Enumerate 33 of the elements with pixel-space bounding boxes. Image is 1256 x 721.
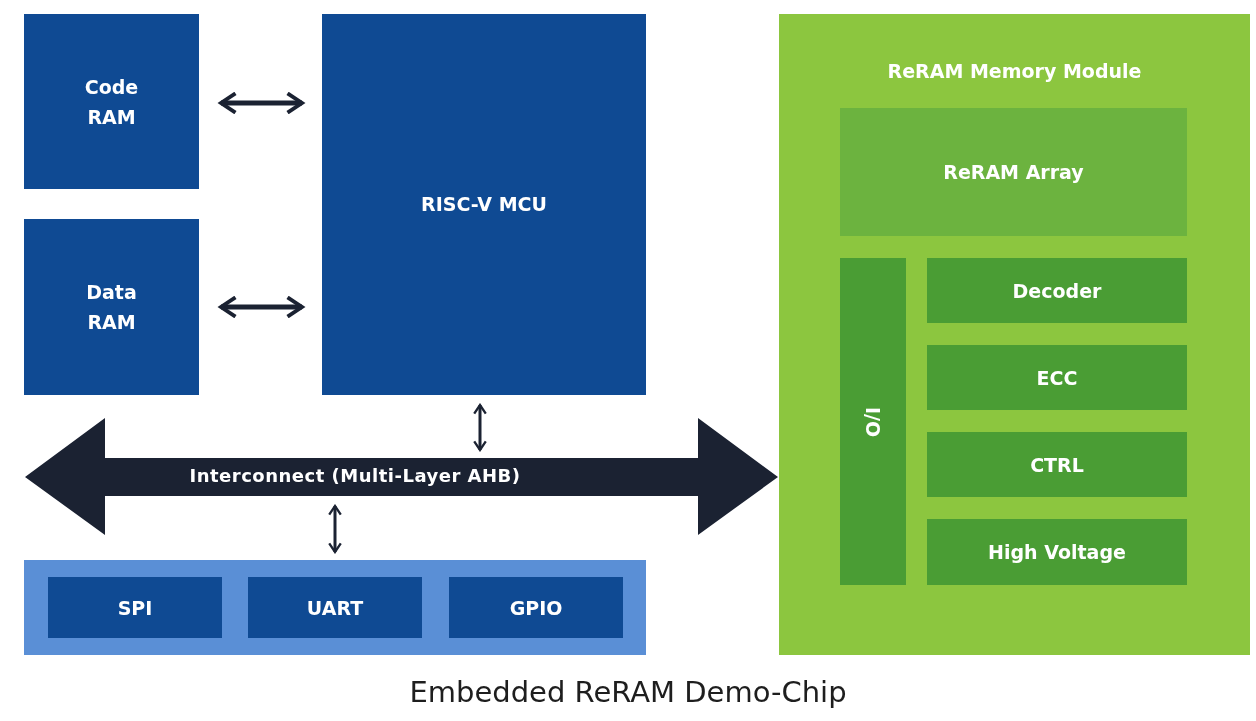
memory-module-panel bbox=[779, 14, 1250, 655]
block-label: RISC-V MCU bbox=[420, 192, 548, 217]
block-label: SPI bbox=[116, 595, 154, 621]
ecc-block bbox=[927, 345, 1187, 410]
block-label: Data RAM bbox=[85, 279, 138, 335]
block-label: Interconnect (Multi-Layer AHB) bbox=[188, 464, 522, 488]
block-label: Decoder bbox=[1011, 278, 1103, 304]
block-label: ReRAM Array bbox=[942, 159, 1085, 185]
block-label: UART bbox=[305, 595, 365, 621]
block-label: GPIO bbox=[508, 595, 564, 621]
peripheral-block bbox=[449, 577, 623, 638]
decoder-block bbox=[927, 258, 1187, 323]
block-label: CTRL bbox=[1029, 452, 1085, 478]
array-block bbox=[840, 108, 1187, 236]
module-heading: ReRAM Memory Module bbox=[886, 59, 1143, 84]
double-arrow bbox=[473, 403, 487, 452]
block-label: High Voltage bbox=[987, 539, 1127, 565]
block-label: ECC bbox=[1035, 365, 1079, 391]
processor-block bbox=[322, 14, 646, 395]
control-block bbox=[927, 432, 1187, 497]
io-block bbox=[840, 258, 906, 585]
memory-block bbox=[24, 219, 199, 395]
peripheral-panel bbox=[24, 560, 646, 655]
double-arrow bbox=[219, 91, 304, 115]
peripheral-block bbox=[48, 577, 222, 638]
caption: Embedded ReRAM Demo-Chip bbox=[409, 675, 847, 709]
block-label: Code RAM bbox=[83, 74, 140, 130]
memory-block bbox=[24, 14, 199, 189]
block-label: I/O bbox=[861, 406, 886, 437]
peripheral-block bbox=[248, 577, 422, 638]
double-arrow bbox=[219, 295, 304, 319]
double-arrow bbox=[328, 504, 342, 554]
voltage-block bbox=[927, 519, 1187, 585]
